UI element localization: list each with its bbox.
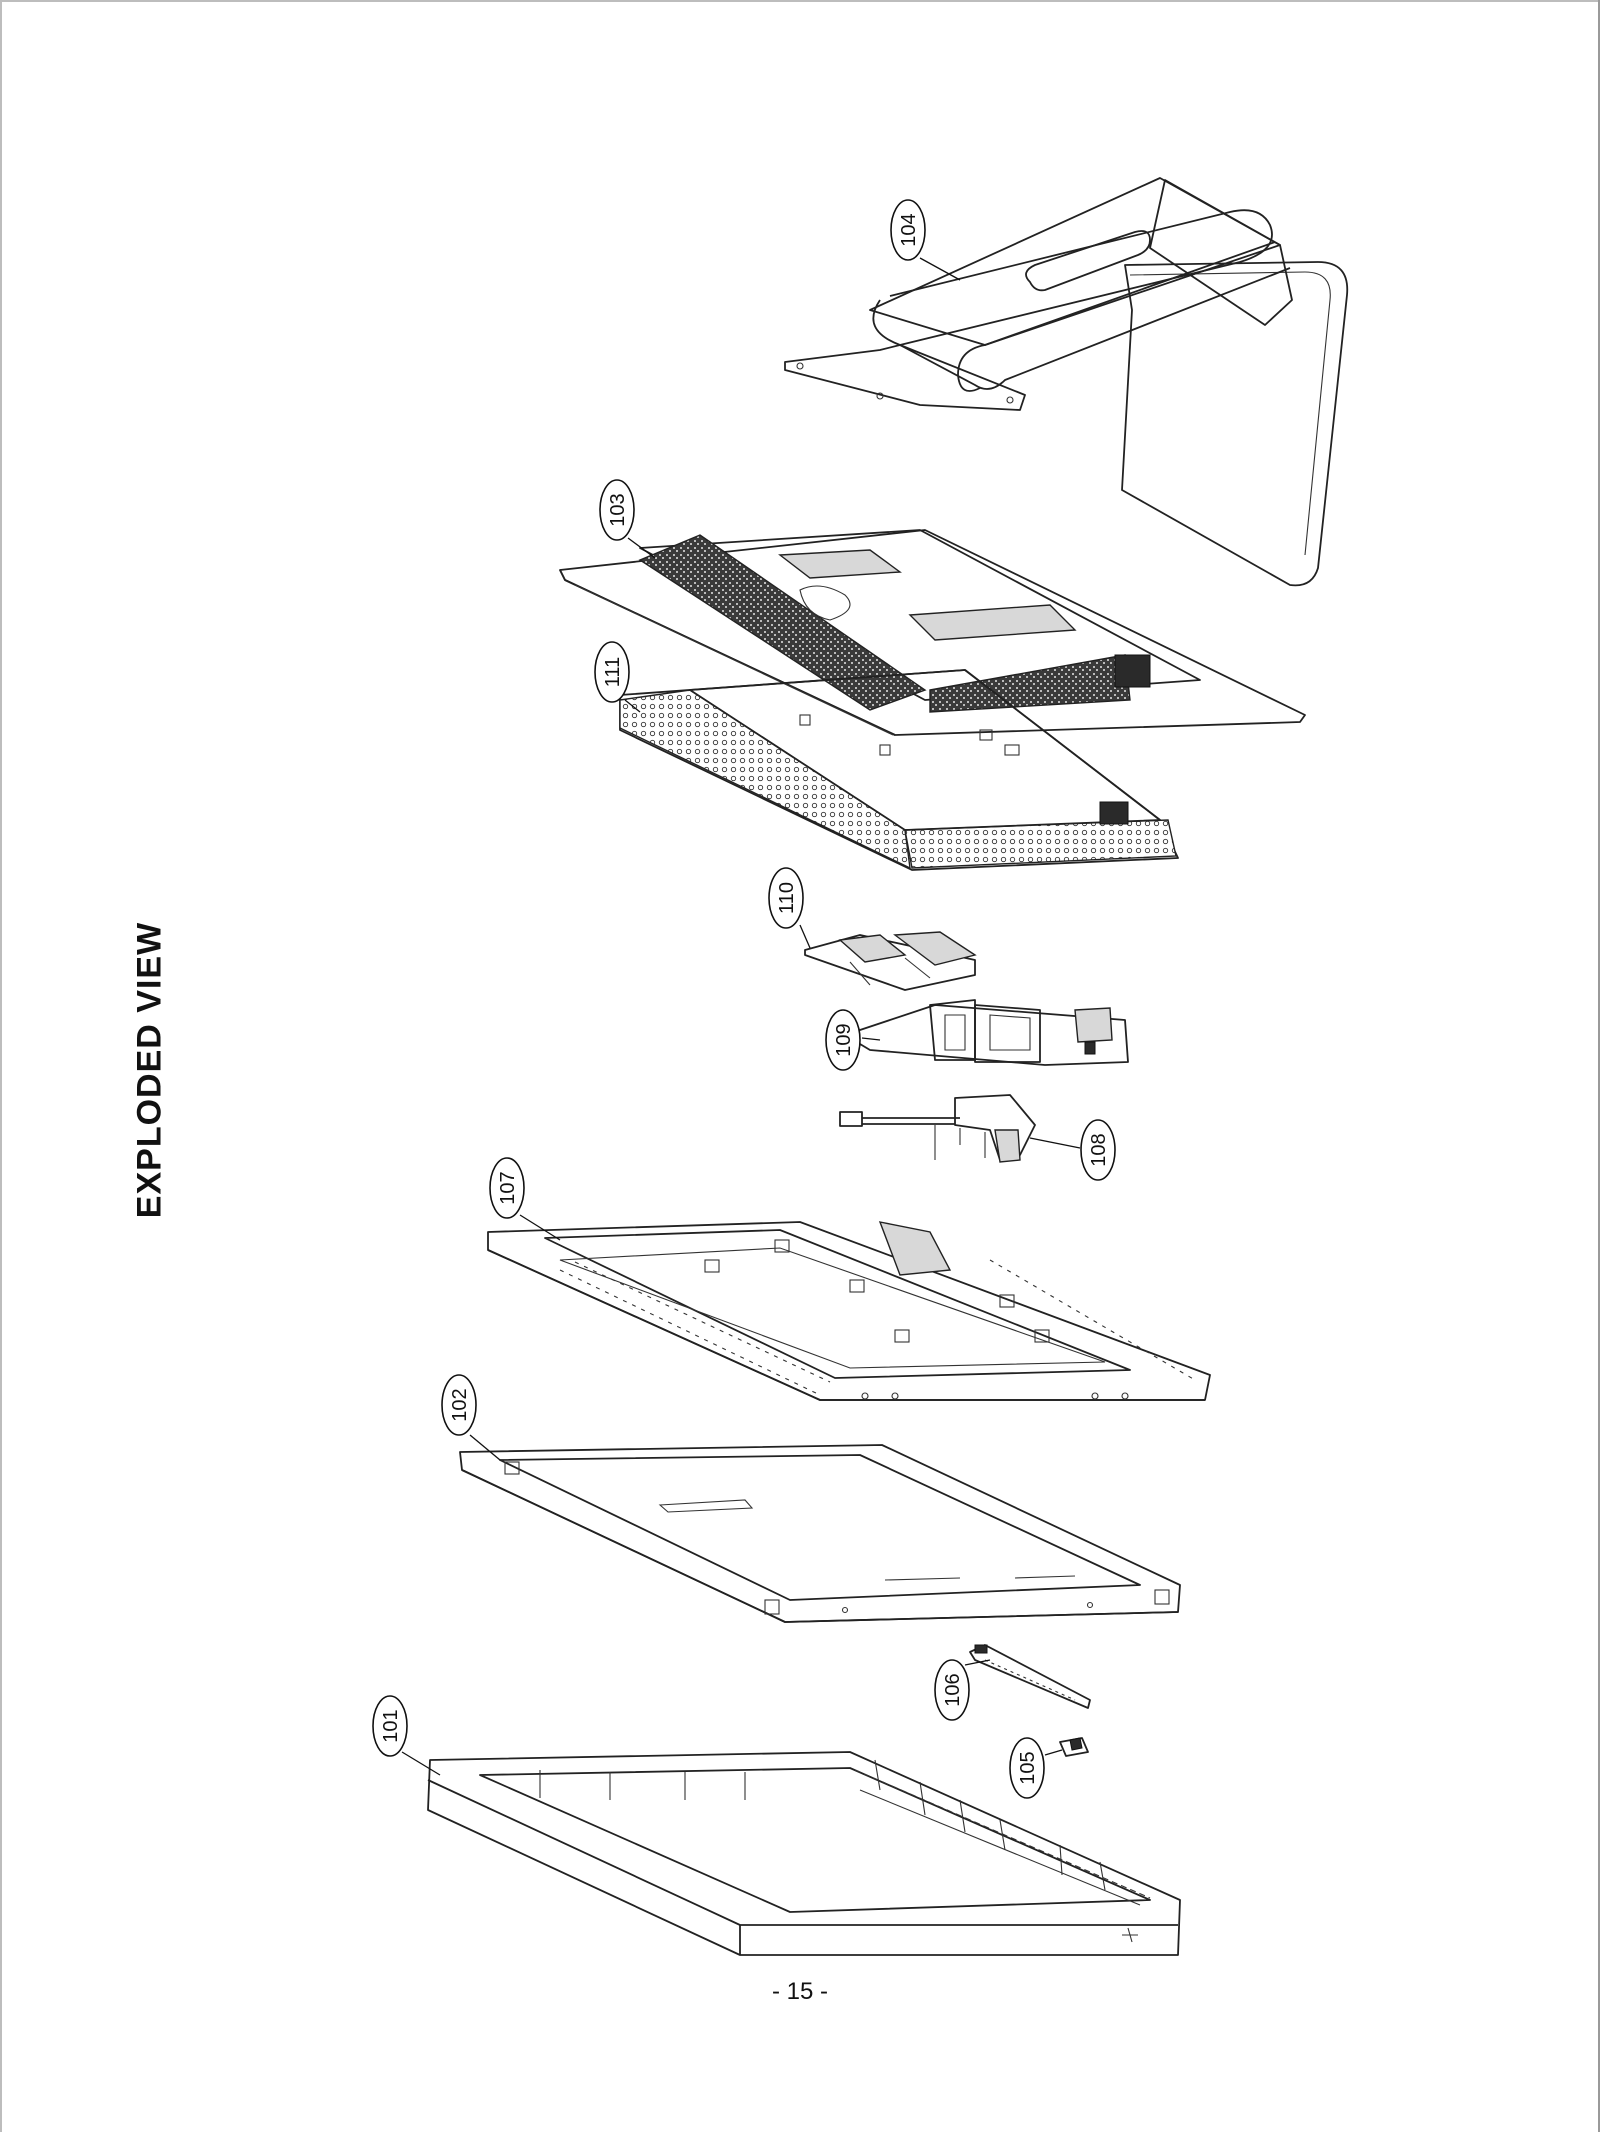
callout-106: 106 <box>934 1659 991 1721</box>
callout-label-107: 107 <box>497 1171 519 1204</box>
callout-label-110: 110 <box>776 882 798 914</box>
callout-label-102: 102 <box>449 1388 471 1421</box>
callout-label-103: 103 <box>607 493 629 526</box>
part-104-stand <box>784 177 1349 587</box>
callout-107: 107 <box>489 1157 561 1241</box>
part-103-rear-cover <box>559 529 1306 736</box>
callout-label-104: 104 <box>898 213 920 246</box>
callout-108: 108 <box>1029 1119 1116 1181</box>
part-101-front-bezel <box>427 1751 1181 1956</box>
part-110-main-board <box>804 931 977 991</box>
callout-111: 111 <box>594 641 641 713</box>
callout-103: 103 <box>599 479 656 559</box>
part-107-chassis-frame <box>487 1221 1211 1401</box>
callout-104: 104 <box>890 199 961 281</box>
callout-102: 102 <box>441 1374 501 1461</box>
chassis-vent-row <box>559 1259 1196 1396</box>
part-111-shield-cover <box>619 669 1179 871</box>
part-108-cable-bracket <box>839 1094 1036 1163</box>
callout-label-105: 105 <box>1017 1751 1039 1784</box>
callout-label-108: 108 <box>1088 1133 1110 1166</box>
page-border <box>1598 0 1600 2132</box>
part-106-control-pcb <box>969 1644 1091 1709</box>
callout-label-111: 111 <box>602 657 624 687</box>
callout-109: 109 <box>825 1009 881 1071</box>
part-109-power-board <box>844 999 1129 1066</box>
page-number: - 15 - <box>771 1978 829 2005</box>
callout-label-106: 106 <box>942 1673 964 1706</box>
callout-label-101: 101 <box>380 1709 402 1742</box>
part-102-lcd-panel <box>459 1444 1181 1623</box>
callout-101: 101 <box>372 1695 441 1776</box>
part-105-led-pcb <box>1059 1737 1089 1757</box>
callout-110: 110 <box>768 867 811 949</box>
callout-105: 105 <box>1009 1737 1063 1799</box>
callout-label-109: 109 <box>833 1023 855 1056</box>
